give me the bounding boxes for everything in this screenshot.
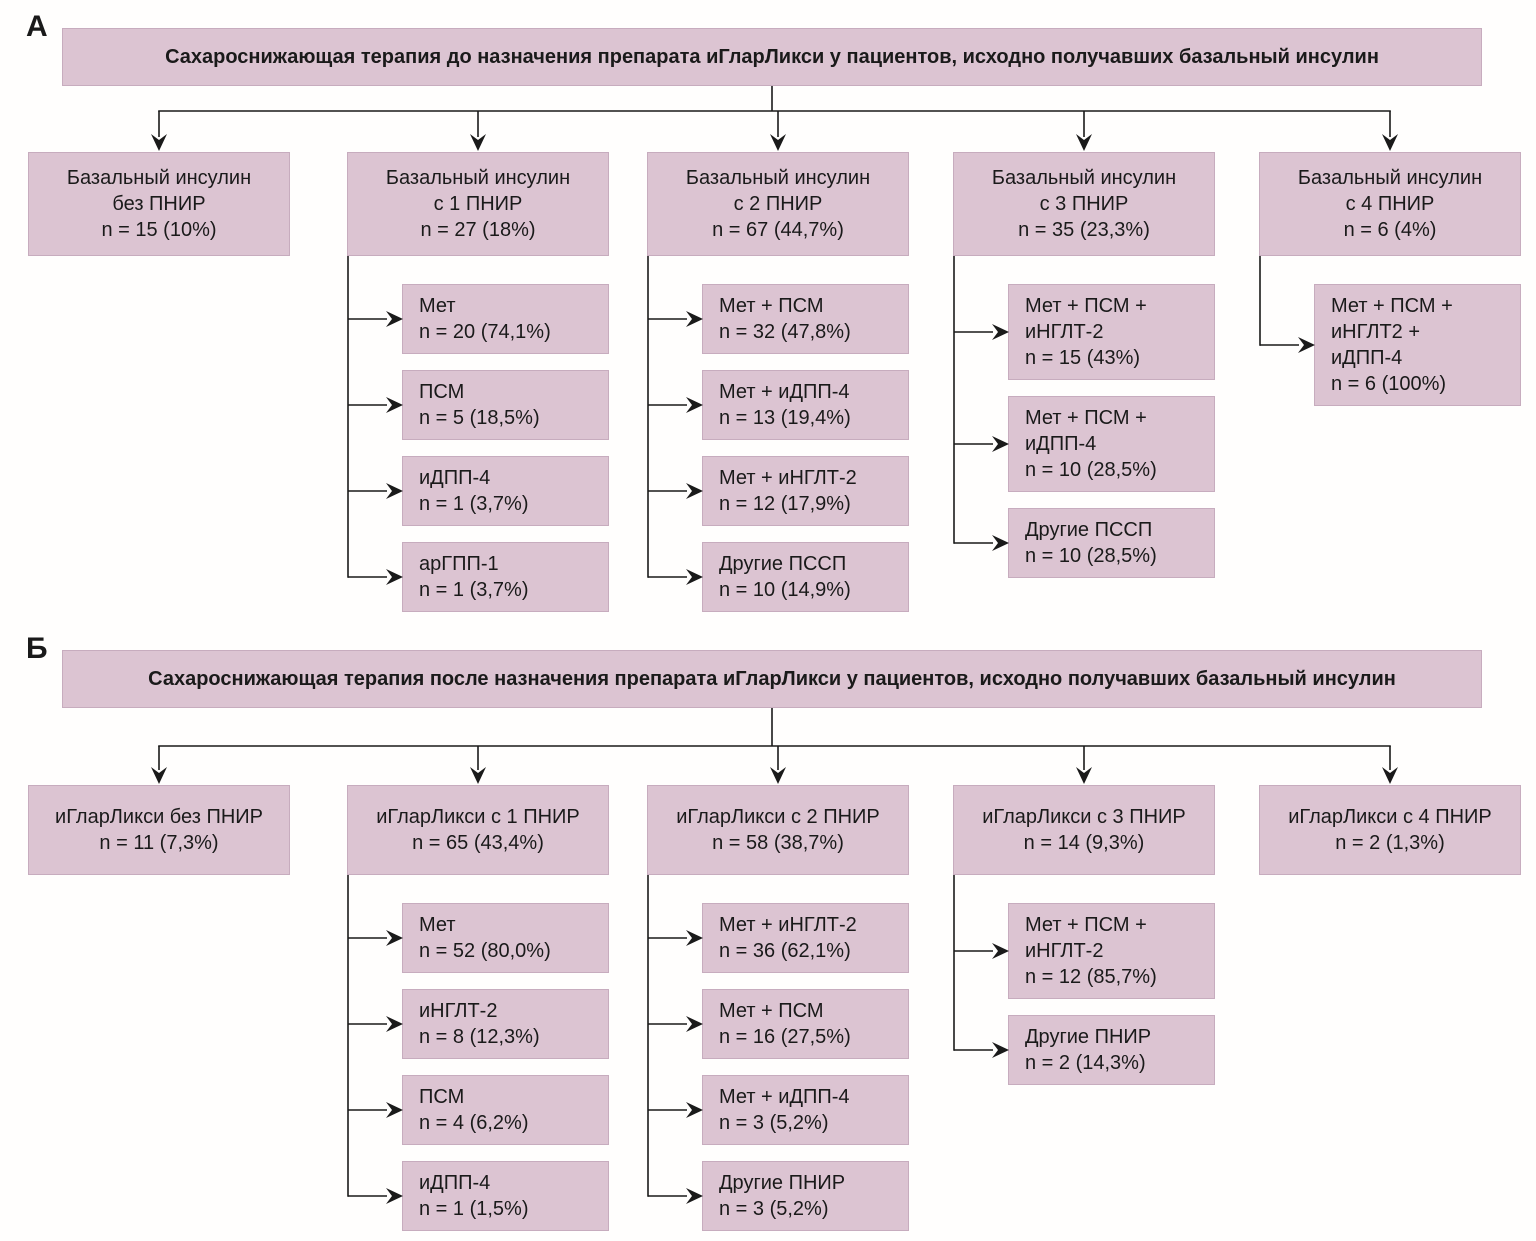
therapy-node: Другие ПССП n = 10 (14,9%) <box>702 542 909 612</box>
panel-label: А <box>26 10 49 43</box>
panel-header-box: Сахароснижающая терапия после назначения… <box>62 650 1482 708</box>
therapy-node: Другие ПНИР n = 2 (14,3%) <box>1008 1015 1215 1085</box>
therapy-node: иДПП-4 n = 1 (1,5%) <box>402 1161 609 1231</box>
therapy-node: иДПП-4 n = 1 (3,7%) <box>402 456 609 526</box>
column-header-box: иГларЛикси с 4 ПНИР n = 2 (1,3%) <box>1259 785 1521 875</box>
arrowhead-down-icon <box>470 767 486 784</box>
children-group: Мет + ПСМ + иНГЛТ-2 n = 12 (85,7%) Другие… <box>1008 903 1215 1085</box>
therapy-node: Мет + иНГЛТ-2 n = 12 (17,9%) <box>702 456 909 526</box>
arrowhead-down-icon <box>470 134 486 151</box>
children-group: Мет + ПСМ + иНГЛТ2 + иДПП-4 n = 6 (100%) <box>1314 284 1521 406</box>
children-group: Мет + ПСМ + иНГЛТ-2 n = 15 (43%) Мет + ПС… <box>1008 284 1215 578</box>
arrowhead-right-icon <box>386 1188 403 1204</box>
therapy-node: Другие ПССП n = 10 (28,5%) <box>1008 508 1215 578</box>
arrowhead-right-icon <box>686 1188 703 1204</box>
children-group: Мет + иНГЛТ-2 n = 36 (62,1%) Мет + ПСМ n … <box>702 903 909 1231</box>
arrowhead-down-icon <box>151 134 167 151</box>
children-group: Мет n = 20 (74,1%) ПСМ n = 5 (18,5%) иДПП-… <box>402 284 609 612</box>
therapy-node: Мет + ПСМ + иНГЛТ2 + иДПП-4 n = 6 (100%) <box>1314 284 1521 406</box>
column-header-box: иГларЛикси без ПНИР n = 11 (7,3%) <box>28 785 290 875</box>
column-header-box: Базальный инсулин с 1 ПНИР n = 27 (18%) <box>347 152 609 256</box>
therapy-node: Мет + иДПП-4 n = 3 (5,2%) <box>702 1075 909 1145</box>
arrowhead-right-icon <box>686 1102 703 1118</box>
therapy-node: Мет + ПСМ n = 16 (27,5%) <box>702 989 909 1059</box>
children-group: Мет + ПСМ n = 32 (47,8%) Мет + иДПП-4 n =… <box>702 284 909 612</box>
therapy-node: ПСМ n = 5 (18,5%) <box>402 370 609 440</box>
arrowhead-right-icon <box>992 324 1009 340</box>
arrowhead-right-icon <box>386 569 403 585</box>
arrowhead-right-icon <box>386 1102 403 1118</box>
arrowhead-right-icon <box>686 1016 703 1032</box>
column-header-box: Базальный инсулин с 2 ПНИР n = 67 (44,7%… <box>647 152 909 256</box>
therapy-node: Другие ПНИР n = 3 (5,2%) <box>702 1161 909 1231</box>
arrowhead-down-icon <box>151 767 167 784</box>
panel-header-box: Сахароснижающая терапия до назначения пр… <box>62 28 1482 86</box>
column-header-box: иГларЛикси с 2 ПНИР n = 58 (38,7%) <box>647 785 909 875</box>
arrowhead-down-icon <box>1076 767 1092 784</box>
arrowhead-right-icon <box>686 930 703 946</box>
therapy-node: арГПП-1 n = 1 (3,7%) <box>402 542 609 612</box>
column-header-box: Базальный инсулин с 3 ПНИР n = 35 (23,3%… <box>953 152 1215 256</box>
arrowhead-right-icon <box>386 930 403 946</box>
arrowhead-right-icon <box>386 1016 403 1032</box>
arrowhead-right-icon <box>1298 337 1315 353</box>
arrowhead-right-icon <box>386 483 403 499</box>
arrowhead-right-icon <box>386 397 403 413</box>
column-header-box: иГларЛикси с 3 ПНИР n = 14 (9,3%) <box>953 785 1215 875</box>
arrowhead-down-icon <box>1076 134 1092 151</box>
arrowhead-right-icon <box>386 311 403 327</box>
arrowhead-down-icon <box>770 767 786 784</box>
therapy-node: Мет + ПСМ + иДПП-4 n = 10 (28,5%) <box>1008 396 1215 492</box>
arrowhead-right-icon <box>992 1042 1009 1058</box>
arrowhead-right-icon <box>686 483 703 499</box>
therapy-node: Мет n = 52 (80,0%) <box>402 903 609 973</box>
therapy-node: Мет + ПСМ n = 32 (47,8%) <box>702 284 909 354</box>
arrowhead-right-icon <box>686 397 703 413</box>
arrowhead-down-icon <box>1382 767 1398 784</box>
therapy-node: Мет + иНГЛТ-2 n = 36 (62,1%) <box>702 903 909 973</box>
therapy-node: иНГЛТ-2 n = 8 (12,3%) <box>402 989 609 1059</box>
arrowhead-right-icon <box>992 535 1009 551</box>
arrowhead-right-icon <box>992 943 1009 959</box>
arrowhead-down-icon <box>770 134 786 151</box>
arrowhead-down-icon <box>1382 134 1398 151</box>
therapy-node: Мет + ПСМ + иНГЛТ-2 n = 15 (43%) <box>1008 284 1215 380</box>
arrowhead-right-icon <box>992 436 1009 452</box>
arrowhead-right-icon <box>686 311 703 327</box>
therapy-node: Мет + иДПП-4 n = 13 (19,4%) <box>702 370 909 440</box>
column-header-box: Базальный инсулин без ПНИР n = 15 (10%) <box>28 152 290 256</box>
column-header-box: Базальный инсулин с 4 ПНИР n = 6 (4%) <box>1259 152 1521 256</box>
therapy-node: ПСМ n = 4 (6,2%) <box>402 1075 609 1145</box>
column-header-box: иГларЛикси с 1 ПНИР n = 65 (43,4%) <box>347 785 609 875</box>
panel-label: Б <box>26 632 49 665</box>
children-group: Мет n = 52 (80,0%) иНГЛТ-2 n = 8 (12,3%) П… <box>402 903 609 1231</box>
arrowhead-right-icon <box>686 569 703 585</box>
therapy-node: Мет n = 20 (74,1%) <box>402 284 609 354</box>
therapy-node: Мет + ПСМ + иНГЛТ-2 n = 12 (85,7%) <box>1008 903 1215 999</box>
